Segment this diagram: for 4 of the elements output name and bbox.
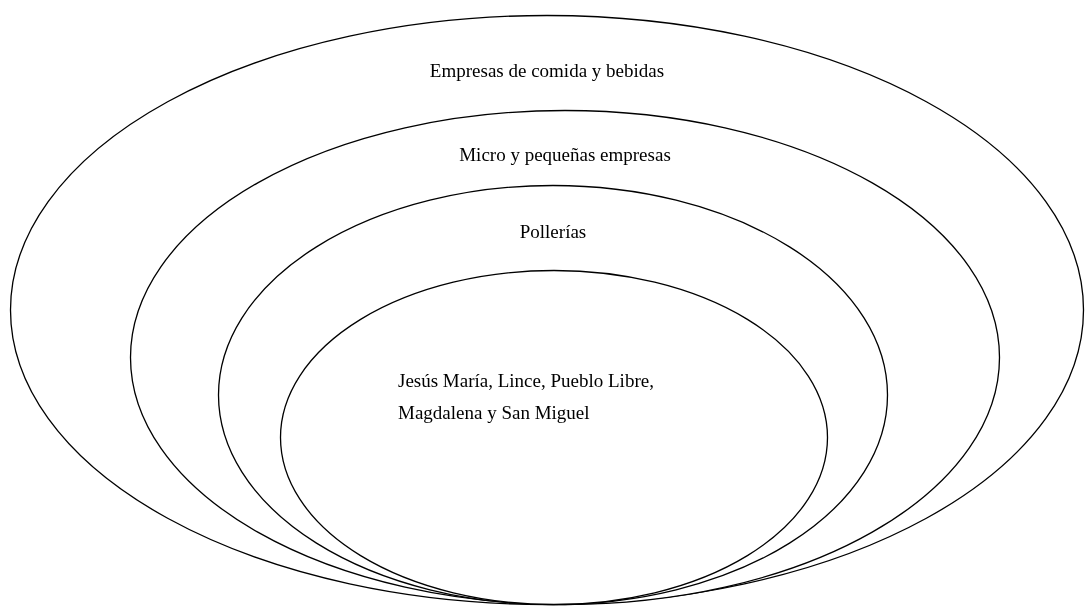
- ellipse-label: Micro y pequeñas empresas: [458, 143, 672, 167]
- ellipse-label: Jesús María, Lince, Pueblo Libre, Magdalena y San Miguel: [398, 369, 655, 425]
- ellipse-label: Empresas de comida y bebidas: [428, 59, 666, 83]
- ellipse-label: Pollerías: [518, 220, 588, 244]
